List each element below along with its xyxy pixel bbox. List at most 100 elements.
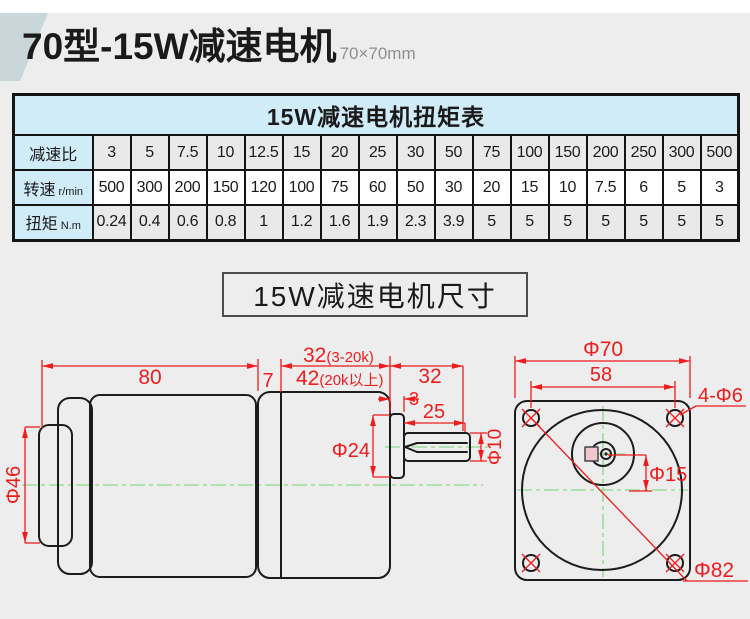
dimension-section-box: 15W减速电机尺寸 (222, 272, 528, 317)
front-view: Φ70 58 4-Φ6 Φ15 Φ82 (514, 338, 748, 582)
mount-hole (522, 554, 540, 572)
value-cell: 25 (357, 134, 398, 171)
shaft-circle (600, 448, 612, 460)
value-cell: 5 (661, 169, 702, 206)
motor-body (89, 394, 257, 578)
value-cell: 15 (281, 134, 322, 171)
page-title: 70型-15W减速电机 (22, 26, 337, 67)
bearing-boss (389, 413, 405, 479)
shaft-key (584, 446, 599, 462)
side-view: 80 7 32(3-20k) 42(20k以上) 32 3 25 Φ24 Φ10… (3, 344, 506, 579)
value-cell: 7.5 (167, 134, 208, 171)
value-cell: 300 (661, 134, 702, 171)
value-cell: 5 (623, 204, 664, 241)
value-cell: 30 (433, 169, 474, 206)
value-cell: 2.3 (395, 204, 436, 241)
flange-outline (514, 400, 691, 581)
gearhead-circle (571, 422, 635, 486)
dim-front-length: 32 (418, 365, 441, 388)
value-cell: 20 (319, 134, 360, 171)
value-cell: 1 (243, 204, 284, 241)
value-cell: 0.6 (167, 204, 208, 241)
value-cell: 200 (167, 169, 208, 206)
value-cell: 5 (585, 204, 626, 241)
value-cell: 20 (471, 169, 512, 206)
value-cell: 500 (91, 169, 132, 206)
dimension-section-title: 15W减速电机尺寸 (253, 280, 497, 312)
front-dimension-lines (514, 356, 748, 582)
mount-hole (666, 409, 684, 427)
top-strip (0, 0, 750, 13)
rear-ring (57, 397, 93, 575)
dim-pilot-diameter: Φ15 (649, 464, 687, 486)
value-cell: 150 (205, 169, 246, 206)
side-dimension-lines (22, 356, 487, 544)
value-cell: 1.6 (319, 204, 360, 241)
dim-rear-diameter: Φ46 (3, 466, 25, 504)
value-cell: 3 (699, 169, 740, 206)
value-cell: 0.4 (129, 204, 170, 241)
flange-square (514, 400, 691, 581)
value-cell: 75 (319, 169, 360, 206)
table-title-row: 15W减速电机扭矩表 (12, 93, 740, 136)
value-cell: 50 (395, 169, 436, 206)
value-cell: 50 (433, 134, 474, 171)
side-centerlines (22, 446, 489, 486)
dim-boss-step: 3 (409, 389, 419, 409)
value-cell: 12.5 (243, 134, 284, 171)
dim-shaft-diameter: Φ10 (485, 429, 506, 465)
value-cell: 0.24 (91, 204, 132, 241)
value-cell: 100 (281, 169, 322, 206)
row-label: 转速 r/min (12, 169, 94, 206)
dim-gearbox-long: 42(20k以上) (296, 367, 384, 390)
front-centerlines (517, 406, 688, 577)
table-title: 15W减速电机扭矩表 (12, 93, 740, 136)
dim-flange-diameter: Φ70 (583, 338, 623, 361)
row-label: 扭矩 N.m (12, 204, 94, 241)
motor-outline (38, 391, 471, 579)
value-cell: 60 (357, 169, 398, 206)
value-cell: 5 (509, 204, 550, 241)
value-cell: 15 (509, 169, 550, 206)
body-circle (521, 409, 683, 571)
value-cell: 5 (129, 134, 170, 171)
value-cell: 10 (547, 169, 588, 206)
mount-hole (666, 554, 684, 572)
value-cell: 300 (129, 169, 170, 206)
value-cell: 7.5 (585, 169, 626, 206)
value-cell: 30 (395, 134, 436, 171)
value-cell: 100 (509, 134, 550, 171)
row-label: 减速比 (12, 134, 94, 171)
dimension-drawing: 80 7 32(3-20k) 42(20k以上) 32 3 25 Φ24 Φ10… (3, 338, 748, 582)
page-header: 70型-15W减速电机 70×70mm (22, 28, 416, 65)
value-cell: 0.8 (205, 204, 246, 241)
value-cell: 150 (547, 134, 588, 171)
value-cell: 3.9 (433, 204, 474, 241)
value-cell: 250 (623, 134, 664, 171)
value-cell: 5 (699, 204, 740, 241)
value-cell: 5 (661, 204, 702, 241)
value-cell: 10 (205, 134, 246, 171)
dim-gearbox-short: 32(3-20k) (303, 344, 374, 367)
gearbox (257, 391, 391, 579)
size-label: 70×70mm (339, 44, 416, 63)
value-cell: 75 (471, 134, 512, 171)
dim-body-length: 80 (138, 366, 161, 389)
value-cell: 500 (699, 134, 740, 171)
value-cell: 5 (547, 204, 588, 241)
value-cell: 3 (91, 134, 132, 171)
value-cell: 1.2 (281, 204, 322, 241)
value-cell: 5 (471, 204, 512, 241)
value-cell: 200 (585, 134, 626, 171)
mount-hole (522, 409, 540, 427)
rear-cap (38, 424, 73, 547)
value-cell: 6 (623, 169, 664, 206)
dim-hole-pitch: 58 (590, 364, 612, 386)
dim-mount-holes: 4-Φ6 (698, 385, 743, 407)
dim-diagonal-diameter: Φ82 (694, 559, 734, 582)
